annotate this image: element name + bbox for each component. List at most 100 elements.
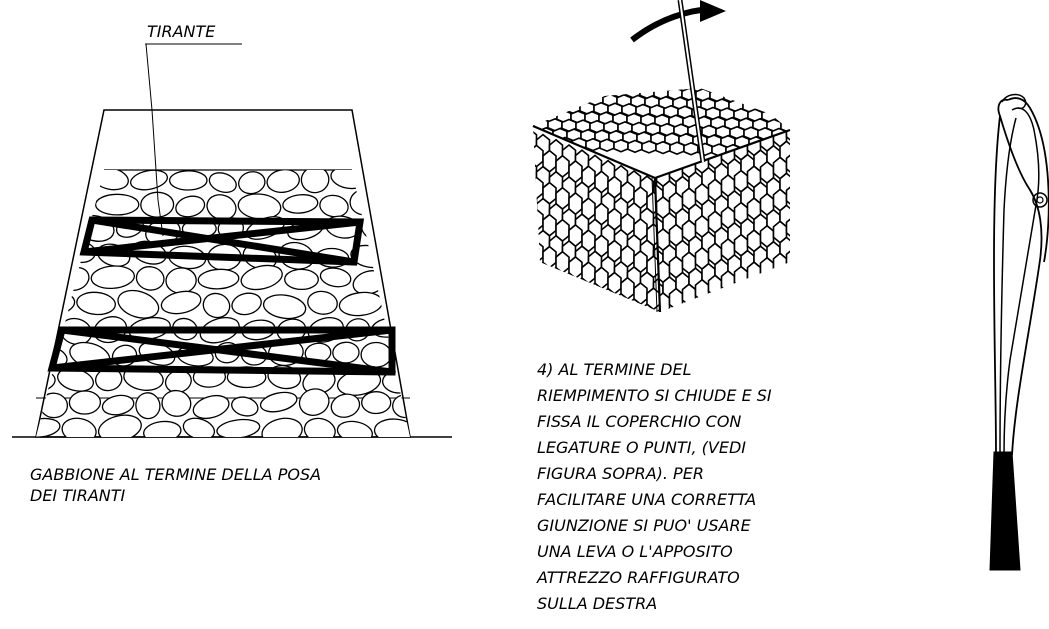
mesh-cell [683,142,699,156]
mesh-cell [568,287,583,312]
mesh-cell [613,292,629,312]
stone [421,293,462,318]
mesh-cell [793,233,806,254]
stone [90,265,136,290]
caption-line-1: 4) AL TERMINE DEL [537,360,691,379]
mesh-cell [561,303,577,312]
mesh-cell [542,277,557,301]
mesh-cell [548,266,564,291]
mesh-cell [681,283,697,307]
stone [238,171,266,195]
mesh-cell [597,58,611,70]
mesh-cell [589,315,602,336]
mesh-cube-figure: 4) AL TERMINE DEL RIEMPIMENTO SI CHIUDE … [497,0,826,613]
mesh-cell [533,160,538,184]
mesh-cell [746,88,762,95]
mesh-cell [800,130,814,142]
stone [418,395,463,420]
stone [49,220,76,242]
mesh-cell [568,255,583,280]
mesh-cell [785,151,790,176]
mesh-cell [660,325,673,346]
mesh-cell [583,57,597,69]
stone [76,291,116,316]
mesh-cell [779,91,790,106]
stone [36,417,61,437]
stone [202,292,231,319]
mesh-cell [533,90,548,104]
mesh-caption: 4) AL TERMINE DEL RIEMPIMENTO SI CHIUDE … [536,360,772,613]
mesh-cell [723,63,737,75]
mesh-cell [753,277,768,301]
stone [330,393,361,418]
mesh-cell [560,91,576,106]
stone [373,418,410,437]
mesh-cell [785,130,790,144]
mesh-cell [533,240,544,264]
caption-line-5: FIGURA SOPRA). PER [537,464,704,483]
mesh-cell [772,252,788,276]
stone [262,294,307,320]
mesh-cell [812,76,826,88]
mesh-cell [789,110,790,124]
gabion-stones-drawing [36,169,469,437]
mesh-cell [653,60,667,72]
mesh-cell [574,309,590,312]
mesh-cell [546,91,562,105]
mesh-cell [670,321,683,342]
stone [383,290,410,315]
mesh-cell [533,116,535,131]
stone [182,417,216,437]
mesh-cell [516,136,530,148]
mesh-cell [803,85,817,97]
mesh-cell [644,69,658,81]
mesh-cell [766,272,781,297]
mesh-cell [639,60,653,72]
stone [143,420,182,437]
mesh-cell [700,71,714,83]
mesh-cell [791,139,805,151]
mesh-cell [541,55,555,67]
mesh-cell [784,101,790,115]
mesh-cell [720,269,736,294]
caption-line-2: DEI TIRANTI [30,486,126,505]
mesh-cell [655,140,671,155]
stone [400,170,410,194]
mesh-cell [774,88,790,97]
mesh-cell [616,67,630,79]
mesh-cell [551,100,567,114]
stone [303,417,336,437]
stone [231,292,262,316]
mesh-cell [732,88,748,95]
mesh-cell [650,313,663,334]
mesh-cell [657,325,670,346]
mesh-cell [688,299,703,312]
mesh-cell [793,66,807,78]
mesh-cell [794,93,808,105]
mesh-cell [561,271,577,296]
mesh-cell [533,288,538,312]
stone [240,264,283,291]
mesh-cell [746,261,762,285]
mesh-cell [548,298,564,312]
mesh-cell [600,287,616,311]
mesh-cell [532,64,546,76]
stone [231,396,259,417]
stone [39,239,67,266]
tie-rods [47,216,396,376]
stone [392,341,410,367]
stone [129,170,169,191]
mesh-cell [579,75,593,87]
mesh-cell [798,75,812,87]
mesh-cell [785,247,790,272]
caption-line-7: GIUNZIONE SI PUO' USARE [537,516,752,535]
mesh-cell [533,144,544,168]
stone [68,390,102,415]
mesh-cell [607,303,622,312]
mesh-cell [602,321,615,342]
mesh-cell [634,315,647,336]
mesh-cell [497,126,511,138]
mesh-cell [647,320,660,341]
stone [431,169,469,194]
caption-line-9: ATTREZZO RAFFIGURATO [536,568,740,587]
